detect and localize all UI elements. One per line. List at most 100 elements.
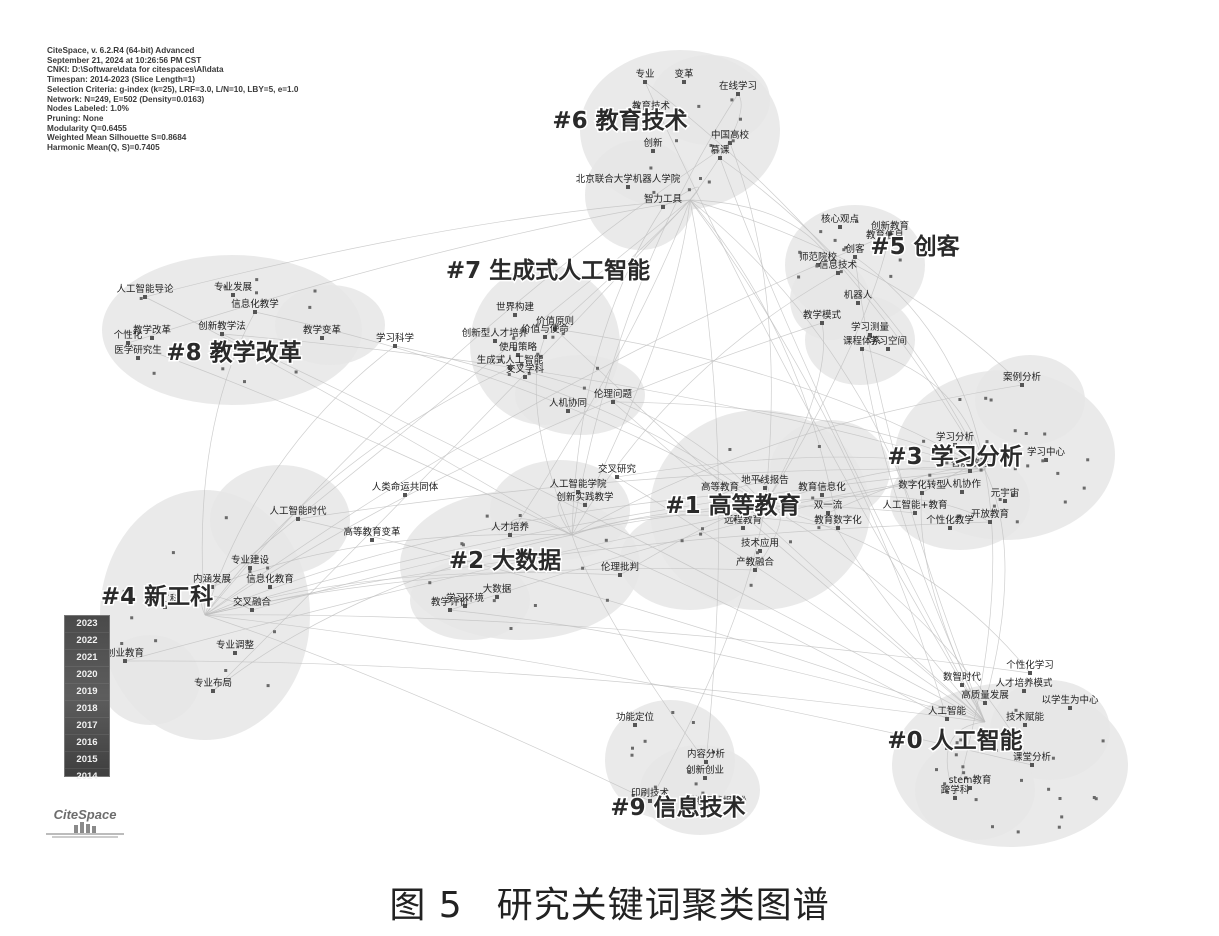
network-node	[649, 166, 653, 170]
legend-year: 2019	[65, 684, 109, 701]
keyword-label: 数字化转型	[898, 479, 946, 491]
keyword-label: 人工智能	[928, 705, 967, 717]
network-node	[892, 235, 896, 239]
network-edge	[204, 322, 823, 616]
network-edge	[827, 512, 986, 723]
network-node	[991, 740, 995, 744]
network-node	[518, 514, 522, 517]
network-node	[643, 739, 647, 743]
network-edge	[509, 199, 691, 536]
network-node	[855, 219, 859, 223]
keyword-node	[820, 493, 824, 497]
keyword-node	[543, 335, 547, 339]
keyword-node	[960, 683, 964, 687]
network-node	[984, 732, 988, 736]
keyword-label: 高等教育变革	[343, 526, 401, 538]
keyword-label: 高质量发展	[961, 689, 1009, 701]
network-node	[701, 791, 705, 795]
keyword-label: 人工智能+教育	[883, 499, 948, 511]
figure-number: 图 5	[389, 885, 463, 926]
keyword-label: 人类命运共同体	[372, 481, 439, 493]
keyword-label: 学习中心	[1027, 446, 1066, 458]
network-edge	[204, 367, 511, 616]
keyword-node	[231, 293, 235, 297]
network-node	[581, 566, 585, 570]
network-node	[964, 776, 968, 780]
keyword-node	[649, 112, 653, 116]
cluster-label-c6: #6 教育技术	[552, 107, 687, 134]
keyword-node	[920, 491, 924, 495]
keyword-node	[143, 295, 147, 299]
network-edge	[204, 233, 891, 616]
keyword-label: 在线学习	[719, 80, 757, 92]
network-node	[460, 542, 464, 546]
network-edge	[204, 568, 756, 616]
network-node	[122, 589, 126, 593]
keyword-node	[1028, 671, 1032, 675]
network-node	[943, 782, 947, 786]
keyword-node	[883, 241, 887, 245]
network-edge	[204, 470, 971, 616]
network-node	[1014, 708, 1018, 712]
keyword-label: 北京联合大学机器人学院	[576, 173, 681, 185]
keyword-node	[320, 336, 324, 340]
keyword-node	[448, 608, 452, 612]
network-node	[957, 514, 961, 518]
network-edge	[124, 660, 986, 723]
network-nodes	[120, 80, 1105, 834]
keyword-label: 学习分析	[936, 431, 975, 443]
network-node	[221, 367, 225, 371]
network-node	[817, 445, 821, 448]
network-node	[224, 516, 228, 520]
network-edge	[689, 199, 916, 514]
network-node	[313, 289, 317, 293]
network-edge	[616, 476, 986, 723]
legend-year: 2014	[65, 769, 109, 786]
cluster-hull-c8	[275, 285, 385, 365]
legend-year: 2018	[65, 701, 109, 718]
cluster-label-c9: #9 信息技术	[610, 794, 745, 821]
network-node	[1063, 500, 1067, 504]
network-edge	[921, 462, 987, 494]
keyword-label: 教育技术	[632, 100, 671, 112]
network-node	[492, 599, 496, 603]
network-node	[839, 270, 843, 274]
network-edge	[509, 367, 766, 506]
keyword-node	[703, 776, 707, 780]
network-edge	[689, 93, 742, 201]
network-node	[652, 190, 656, 194]
cluster-label-c0: #0 人工智能	[887, 727, 1022, 754]
cluster-hull-c6	[650, 55, 770, 145]
legend-year: 2016	[65, 735, 109, 752]
network-node	[604, 538, 608, 542]
network-edge	[719, 157, 986, 723]
network-edge	[612, 401, 986, 471]
keyword-label: 创新教学法	[198, 320, 246, 332]
network-node	[935, 768, 938, 772]
legend-year: 2022	[65, 633, 109, 650]
network-edge	[535, 336, 573, 536]
cluster-hull-c4	[210, 465, 350, 575]
network-node	[520, 363, 524, 367]
network-node	[223, 285, 227, 289]
keyword-label: 信息技术	[819, 259, 858, 271]
network-node	[707, 180, 711, 184]
keyword-label: 专业调整	[216, 639, 255, 651]
keyword-node	[860, 347, 864, 351]
keyword-label: 内涵发展	[193, 573, 232, 585]
network-node	[630, 753, 634, 757]
network-node	[266, 684, 270, 688]
network-edge	[204, 614, 1031, 674]
keyword-label: 技术应用	[741, 537, 779, 549]
keyword-label: 信息化教育	[246, 573, 294, 585]
network-edge	[201, 311, 256, 616]
keyword-label: 课程体系	[843, 335, 881, 347]
meta-line: CNKI: D:\Software\data for citespaces\AI…	[47, 65, 224, 75]
keyword-node	[948, 526, 952, 530]
keyword-label: 个性化	[114, 329, 143, 341]
keyword-label: 人机协同	[549, 397, 587, 409]
network-node	[671, 711, 675, 714]
cluster-network: 专业变革在线学习教育技术中国高校创新慕课北京联合大学机器人学院智力工具核心观点创…	[99, 50, 1128, 847]
network-edge	[764, 504, 1031, 674]
cluster-label-c7: #7 生成式人工智能	[446, 257, 650, 284]
